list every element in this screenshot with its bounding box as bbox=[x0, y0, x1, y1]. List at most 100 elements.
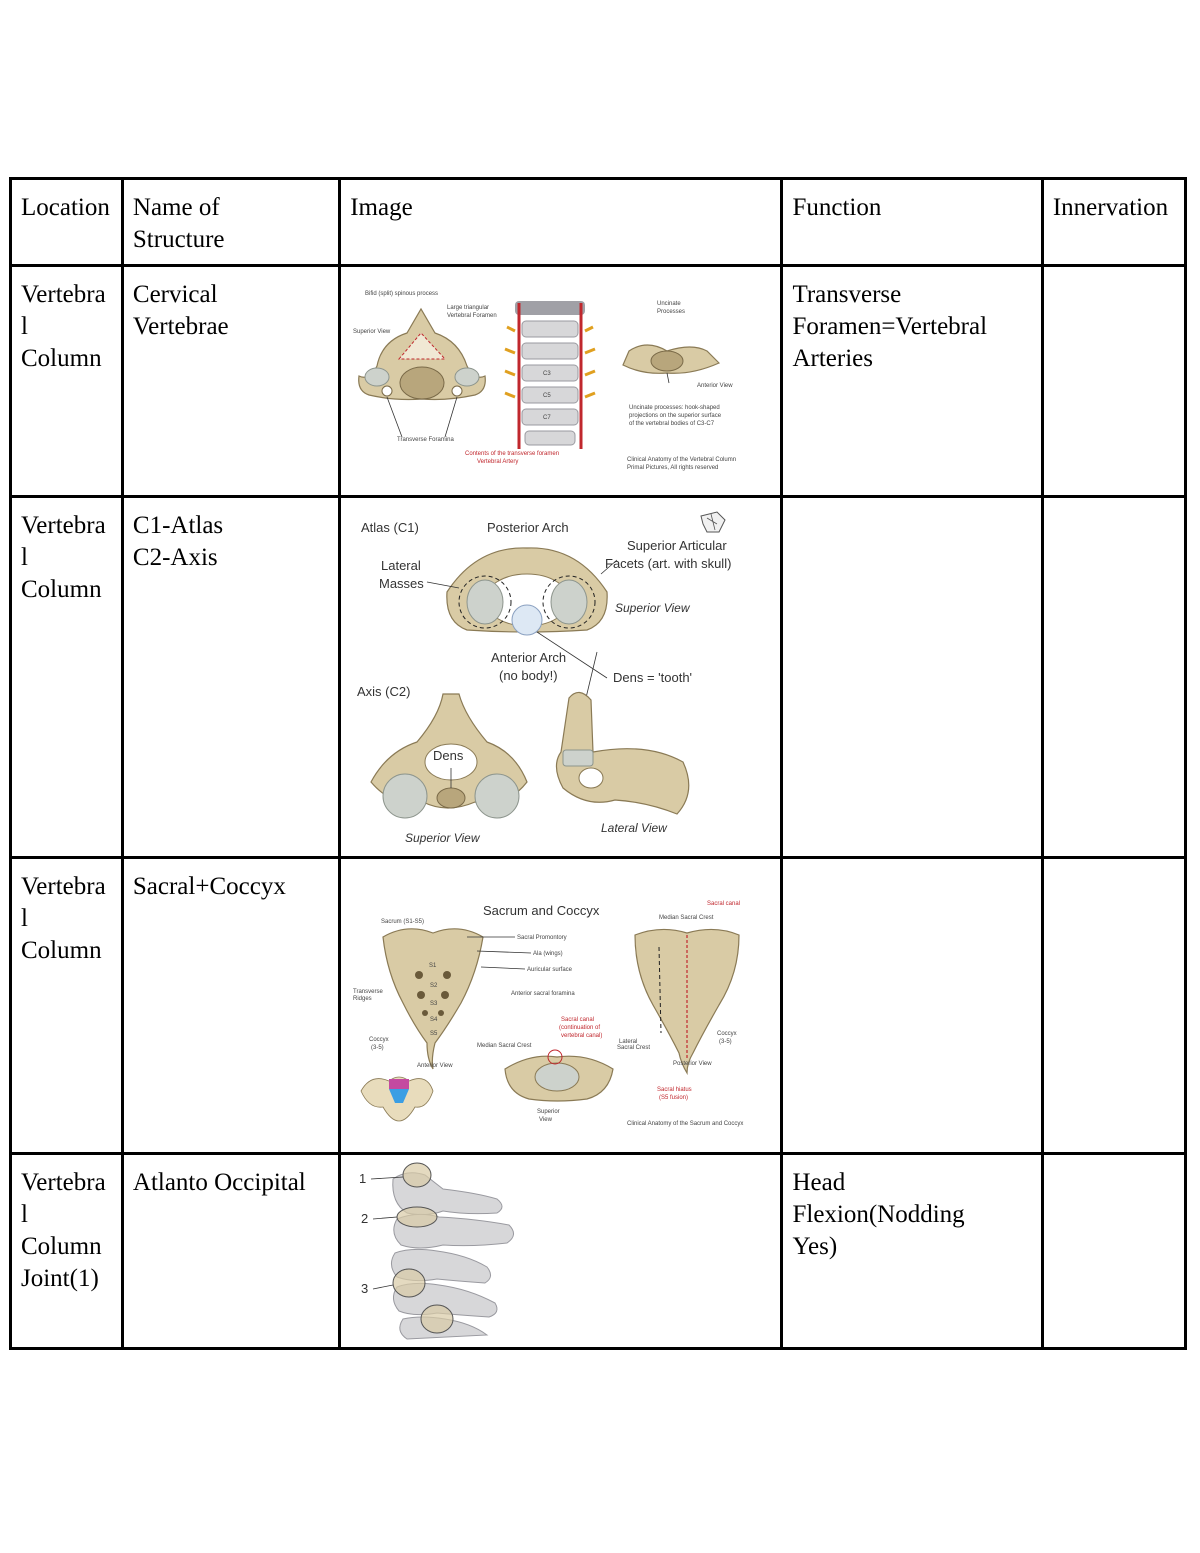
svg-text:(S5 fusion): (S5 fusion) bbox=[659, 1095, 688, 1101]
svg-text:Auricular surface: Auricular surface bbox=[527, 967, 573, 973]
svg-text:Facets (art. with skull): Facets (art. with skull) bbox=[605, 556, 731, 571]
svg-text:Processes: Processes bbox=[657, 309, 685, 315]
atlas-axis-figure: Atlas (C1) Posterior Arch Superior Artic… bbox=[357, 511, 732, 845]
svg-text:Superior: Superior bbox=[537, 1109, 560, 1115]
svg-text:3: 3 bbox=[361, 1281, 368, 1296]
svg-text:Dens = 'tooth': Dens = 'tooth' bbox=[613, 670, 692, 685]
svg-text:Lateral View: Lateral View bbox=[601, 821, 668, 835]
svg-text:2: 2 bbox=[361, 1211, 368, 1226]
svg-text:S1: S1 bbox=[429, 963, 437, 969]
svg-text:Atlas (C1): Atlas (C1) bbox=[361, 520, 419, 535]
image-cell: Bifid (split) spinous process Large tria… bbox=[338, 264, 784, 498]
svg-text:Lateral: Lateral bbox=[619, 1039, 637, 1045]
svg-text:Sacral Promontory: Sacral Promontory bbox=[517, 935, 567, 941]
svg-text:S2: S2 bbox=[430, 983, 438, 989]
atlas-orientation-icon bbox=[700, 511, 726, 533]
svg-text:Sacral canal: Sacral canal bbox=[561, 1017, 594, 1023]
function-cell bbox=[780, 495, 1044, 859]
pelvis-inset bbox=[360, 1076, 434, 1122]
svg-text:Ridges: Ridges bbox=[353, 996, 372, 1002]
atlanto-occipital-figure: 1 2 3 bbox=[359, 1162, 515, 1340]
structure-name-cell: Atlanto Occipital bbox=[120, 1152, 342, 1350]
svg-text:Transverse Foramina: Transverse Foramina bbox=[397, 437, 454, 443]
svg-text:Uncinate: Uncinate bbox=[657, 301, 681, 307]
svg-text:Coccyx: Coccyx bbox=[717, 1031, 737, 1037]
svg-text:S4: S4 bbox=[430, 1017, 438, 1023]
svg-text:Uncinate processes: hook-shape: Uncinate processes: hook-shaped bbox=[629, 405, 720, 411]
svg-text:Anterior View: Anterior View bbox=[417, 1063, 453, 1069]
svg-text:Coccyx: Coccyx bbox=[369, 1037, 389, 1043]
svg-text:Anterior Arch: Anterior Arch bbox=[491, 650, 566, 665]
svg-text:C3: C3 bbox=[543, 371, 551, 377]
cervical-column: C3 C5 C7 bbox=[504, 301, 596, 449]
header-image: Image bbox=[338, 177, 784, 267]
svg-text:(3-5): (3-5) bbox=[371, 1045, 384, 1051]
function-cell bbox=[780, 856, 1044, 1155]
svg-text:projections on the superior su: projections on the superior surface bbox=[629, 413, 722, 419]
svg-text:Transverse: Transverse bbox=[353, 989, 383, 995]
svg-text:(3-5): (3-5) bbox=[719, 1039, 732, 1045]
svg-text:C7: C7 bbox=[543, 415, 551, 421]
image-cell: Atlas (C1) Posterior Arch Superior Artic… bbox=[338, 495, 784, 859]
cervical-vertebrae-figure: Bifid (split) spinous process Large tria… bbox=[353, 291, 736, 471]
sacrum-coccyx-figure: Sacrum and Coccyx S1 S2 S3 S4 S5 Sacrum … bbox=[353, 901, 743, 1127]
innervation-cell bbox=[1040, 856, 1188, 1155]
svg-text:Superior View: Superior View bbox=[405, 831, 481, 845]
svg-text:vertebral canal): vertebral canal) bbox=[561, 1033, 602, 1039]
svg-text:Lateral: Lateral bbox=[381, 558, 421, 573]
svg-text:Dens: Dens bbox=[433, 748, 464, 763]
svg-text:(no body!): (no body!) bbox=[499, 668, 558, 683]
svg-text:Superior View: Superior View bbox=[615, 601, 691, 615]
svg-text:Bifid (split) spinous process: Bifid (split) spinous process bbox=[365, 291, 438, 297]
svg-text:C5: C5 bbox=[543, 393, 551, 399]
svg-text:of the vertebral bodies of C3-: of the vertebral bodies of C3-C7 bbox=[629, 421, 715, 427]
svg-text:Superior View: Superior View bbox=[353, 329, 391, 335]
svg-text:Vertebral Artery: Vertebral Artery bbox=[477, 459, 518, 465]
header-function: Function bbox=[780, 177, 1044, 267]
svg-text:1: 1 bbox=[359, 1171, 366, 1186]
svg-text:S5: S5 bbox=[430, 1031, 438, 1037]
svg-text:Ala (wings): Ala (wings) bbox=[533, 951, 563, 957]
svg-text:Masses: Masses bbox=[379, 576, 424, 591]
svg-text:View: View bbox=[539, 1117, 553, 1123]
svg-text:Median Sacral Crest: Median Sacral Crest bbox=[659, 915, 714, 921]
svg-text:Sacrum (S1-S5): Sacrum (S1-S5) bbox=[381, 919, 424, 925]
svg-text:Sacral Crest: Sacral Crest bbox=[617, 1045, 650, 1051]
header-location: Location bbox=[9, 177, 124, 267]
svg-text:Large triangular: Large triangular bbox=[447, 305, 489, 311]
image-cell: Sacrum and Coccyx S1 S2 S3 S4 S5 Sacrum … bbox=[338, 856, 784, 1155]
svg-text:Posterior Arch: Posterior Arch bbox=[487, 520, 569, 535]
svg-text:S3: S3 bbox=[430, 1001, 438, 1007]
svg-text:Axis (C2): Axis (C2) bbox=[357, 684, 410, 699]
structure-name-cell: Sacral+Coccyx bbox=[120, 856, 342, 1155]
svg-text:Anterior sacral foramina: Anterior sacral foramina bbox=[511, 991, 575, 997]
svg-text:Contents of the transverse for: Contents of the transverse foramen bbox=[465, 451, 559, 457]
svg-text:Sacrum and Coccyx: Sacrum and Coccyx bbox=[483, 903, 600, 918]
svg-text:Posterior View: Posterior View bbox=[673, 1061, 712, 1067]
svg-text:Clinical Anatomy of the Verteb: Clinical Anatomy of the Vertebral Column bbox=[627, 457, 736, 463]
svg-text:Vertebral Foramen: Vertebral Foramen bbox=[447, 313, 497, 319]
svg-text:Median Sacral Crest: Median Sacral Crest bbox=[477, 1043, 532, 1049]
svg-text:Anterior View: Anterior View bbox=[697, 383, 733, 389]
image-cell: 1 2 3 bbox=[338, 1152, 784, 1350]
svg-text:Superior Articular: Superior Articular bbox=[627, 538, 727, 553]
svg-text:(continuation of: (continuation of bbox=[559, 1025, 600, 1031]
svg-text:Sacral hiatus: Sacral hiatus bbox=[657, 1087, 692, 1093]
header-innervation: Innervation bbox=[1040, 177, 1188, 267]
innervation-cell bbox=[1040, 495, 1188, 859]
svg-text:Sacral canal: Sacral canal bbox=[707, 901, 740, 907]
svg-text:Primal Pictures, All rights re: Primal Pictures, All rights reserved bbox=[627, 465, 718, 471]
